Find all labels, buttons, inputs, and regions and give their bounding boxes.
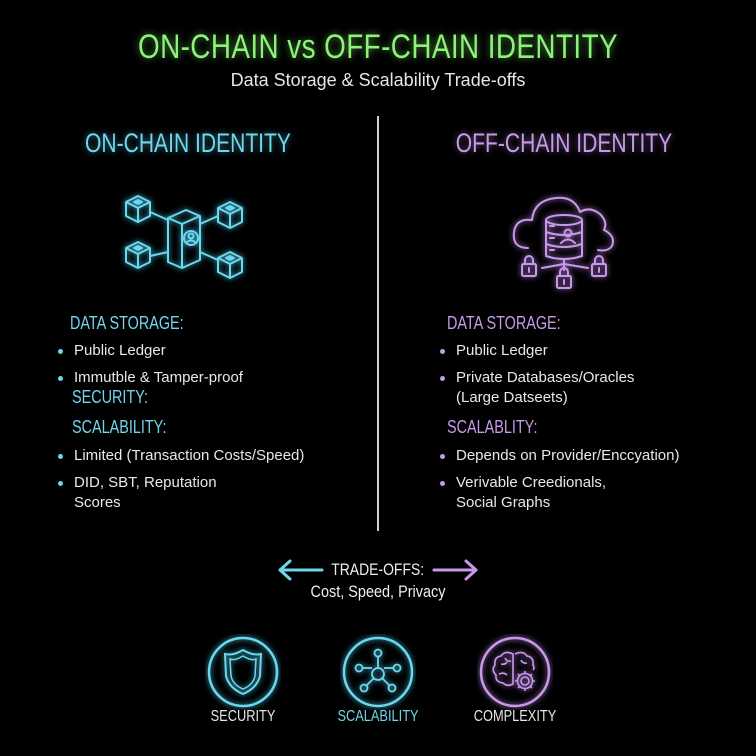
on-chain-data-storage-list: Public Ledger Immutble & Tamper-proof [56, 341, 356, 388]
on-chain-scalability-list: Limited (Transaction Costs/Speed) DID, S… [56, 446, 356, 520]
off-chain-scalability-label: SCALABLITY: [447, 417, 538, 437]
list-item: Verivable Creedionals, Social Graphs [438, 473, 646, 513]
list-item: Public Ledger [438, 341, 738, 361]
off-chain-data-storage-list: Public Ledger Private Databases/Oracles … [438, 341, 738, 415]
list-item: Private Databases/Oracles (Large Datseet… [438, 368, 656, 408]
tradeoffs-label: TRADE-OFFS: [331, 560, 425, 579]
list-item: Depends on Provider/Enccyation) [438, 446, 748, 466]
arrow-left-icon [278, 559, 324, 581]
on-chain-security-label: SECURITY: [72, 387, 149, 407]
page-subtitle: Data Storage & Scalability Trade-offs [230, 70, 526, 90]
arrow-right-icon [432, 559, 478, 581]
off-chain-scalability-list: Depends on Provider/Enccyation) Verivabl… [438, 446, 748, 520]
list-item: Limited (Transaction Costs/Speed) [56, 446, 356, 466]
brain-gear-icon [479, 636, 551, 708]
cloud-database-lock-icon [512, 196, 614, 289]
on-chain-title: ON-CHAIN IDENTITY [85, 128, 291, 158]
bottom-label-security: SECURITY [210, 708, 276, 725]
page-title: ON-CHAIN vs OFF-CHAIN IDENTITY [137, 28, 619, 66]
list-item: DID, SBT, Reputation Scores [56, 473, 254, 513]
shield-icon [207, 636, 279, 708]
off-chain-data-storage-label: DATA STORAGE: [447, 313, 561, 333]
on-chain-data-storage-label: DATA STORAGE: [70, 313, 184, 333]
bottom-label-complexity: COMPLEXITY [473, 708, 557, 725]
tradeoffs-block: TRADE-OFFS: Cost, Speed, Privacy [0, 560, 756, 602]
list-item: Immutble & Tamper-proof [56, 368, 356, 388]
off-chain-title: OFF-CHAIN IDENTITY [455, 128, 673, 158]
network-hub-icon [342, 636, 414, 708]
blockchain-identity-icon [125, 195, 243, 279]
tradeoffs-items: Cost, Speed, Privacy [310, 582, 446, 601]
list-item: Public Ledger [56, 341, 356, 361]
bottom-label-scalability: SCALABILITY [337, 708, 419, 725]
column-divider [377, 116, 379, 531]
on-chain-scalability-label: SCALABILITY: [72, 417, 167, 437]
